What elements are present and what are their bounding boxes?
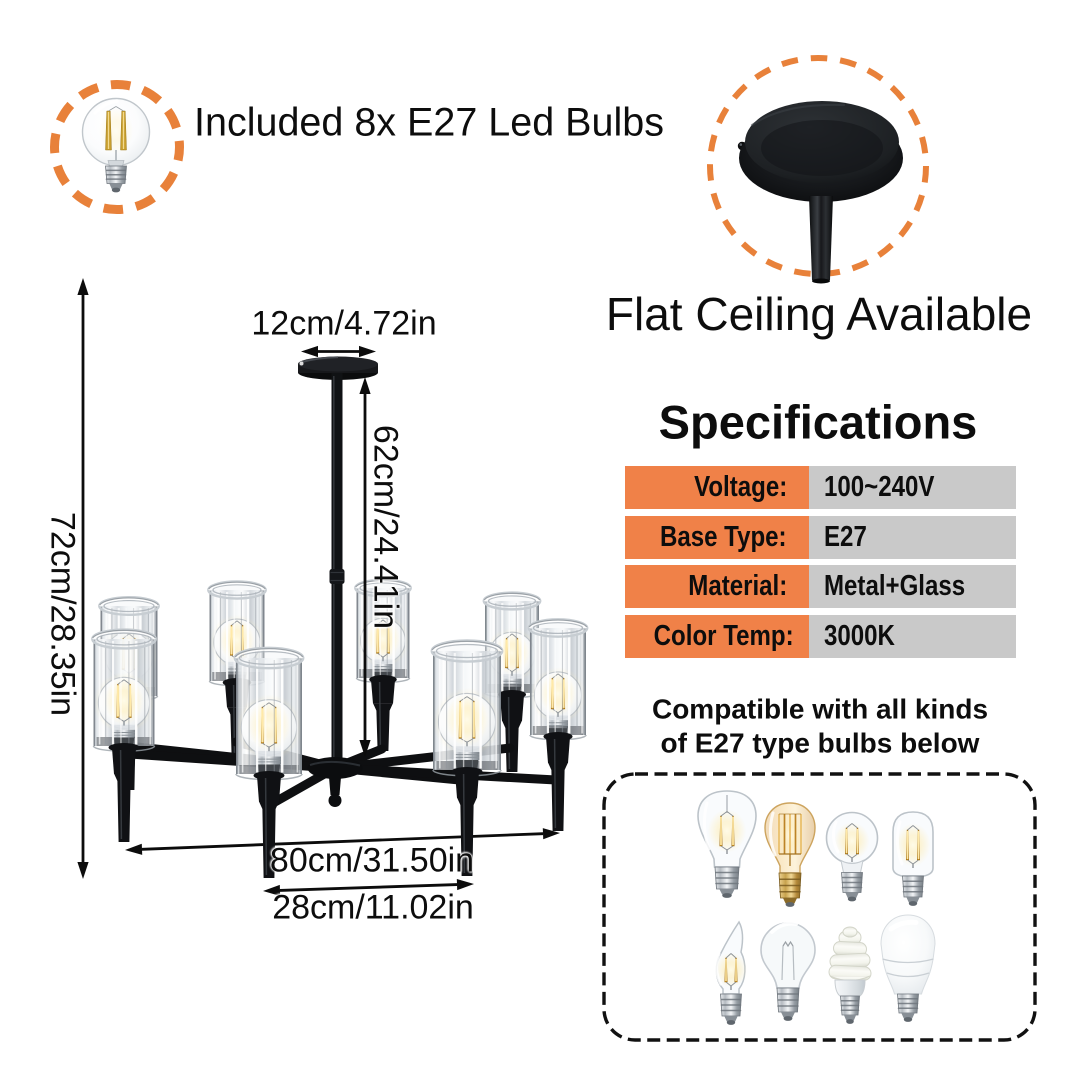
glass-shade [527, 618, 589, 741]
socket-stem [543, 732, 573, 831]
compatibility-heading: Compatible with all kinds of E27 type bu… [652, 693, 988, 760]
screw-base [714, 866, 740, 898]
spec-value-voltage: 100~240V [809, 466, 1016, 509]
socket-stem [451, 767, 483, 876]
dim-total-height-arrow [77, 278, 89, 879]
spec-label-voltage: Voltage: [625, 466, 809, 509]
spec-value-color-temp: 3000K [809, 614, 1016, 658]
spec-label-base-type: Base Type: [625, 515, 809, 559]
compatible-bulbs-panel [602, 772, 1037, 1042]
spec-value-base-type-text: E27 [824, 520, 867, 553]
spec-label-base-type-text: Base Type: [660, 520, 787, 553]
screw-base [105, 165, 127, 193]
spec-value-base-type: E27 [809, 515, 1016, 559]
glass-shade [233, 646, 305, 781]
bulb-g80-globe-filament-bulb-icon [825, 811, 879, 902]
included-bulbs-label: Included 8x E27 Led Bulbs [194, 100, 664, 145]
dim-canopy-width-label: 12cm/4.72in [251, 304, 437, 343]
spec-value-material: Metal+Glass [809, 565, 1016, 608]
socket-stem [369, 675, 397, 751]
dim-total-width-arrow [125, 828, 560, 855]
spec-label-material-text: Material: [688, 570, 787, 602]
bulb-t45-tubular-filament-bulb-icon [892, 811, 934, 906]
bulb-led-a60-bulb-icon [880, 914, 936, 1022]
socket-stem [497, 690, 527, 772]
led-filament [540, 671, 576, 717]
spec-row-base-type: Base Type: E27 [625, 515, 1016, 559]
spec-value-voltage-text: 100~240V [824, 471, 935, 503]
compatibility-line1: Compatible with all kinds [651, 693, 989, 725]
spec-label-color-temp-text: Color Temp: [653, 619, 794, 652]
bulb-cfl-spiral-bulb-icon [828, 926, 872, 1024]
bulb-flame-tip-candle-bulb-icon [714, 920, 747, 1025]
spec-row-material: Material: Metal+Glass [625, 565, 1016, 608]
bulb-a60-incandescent-bulb-icon [760, 921, 816, 1021]
dim-rod-height-arrow [359, 377, 371, 757]
dim-rod-height-label: 62cm/24.41in [366, 424, 405, 630]
socket-stem [253, 771, 285, 878]
led-filament [715, 952, 747, 990]
led-filament [895, 823, 931, 868]
flat-ceiling-badge [707, 55, 929, 284]
dimension-lines-back [125, 828, 560, 897]
spec-label-material: Material: [625, 565, 809, 608]
screw-base [841, 872, 863, 902]
screw-base [840, 995, 860, 1024]
bulb-grid [697, 790, 936, 1025]
included-bulbs-badge [50, 80, 184, 214]
dim-total-height-label: 72cm/28.35in [43, 511, 82, 717]
socket-stem [108, 743, 140, 842]
spec-value-color-temp-text: 3000K [824, 619, 895, 652]
screw-base [776, 987, 800, 1021]
ceiling-canopy-photo [737, 101, 903, 284]
led-filament [247, 699, 291, 752]
bulb-st64-edison-filament-bulb-icon [697, 790, 757, 898]
glass-shade [430, 639, 504, 777]
screw-base [720, 993, 742, 1025]
spec-row-voltage: Voltage: 100~240V [625, 466, 1016, 509]
dim-inner-width-label: 28cm/11.02in [272, 888, 474, 927]
flat-ceiling-label: Flat Ceiling Available [605, 288, 1033, 340]
dim-total-width-label: 80cm/31.50in [269, 841, 475, 880]
bulb-st64-amber-edison-bulb-icon [764, 802, 816, 907]
brass-screw-base [778, 872, 802, 907]
g80-globe-bulb-photo [81, 97, 151, 167]
screw-base [902, 875, 924, 906]
spec-value-material-text: Metal+Glass [824, 570, 966, 602]
led-filament [834, 822, 870, 862]
compatibility-line2: of E27 type bulbs below [660, 727, 980, 758]
screw-base [897, 993, 919, 1022]
specifications-title: Specifications [658, 395, 978, 449]
glass-shade [91, 628, 157, 752]
glass-shade [207, 580, 267, 687]
led-filament [104, 676, 144, 726]
front-lights [91, 618, 589, 878]
spec-label-color-temp: Color Temp: [625, 614, 809, 658]
dim-canopy-width-arrow [301, 345, 376, 358]
spec-label-voltage-text: Voltage: [693, 471, 787, 503]
chandelier-diagram [91, 356, 589, 878]
led-filament [445, 693, 489, 747]
specifications-table: Voltage: 100~240V Base Type: E27 Materia… [625, 466, 1016, 664]
spec-row-color-temp: Color Temp: 3000K [625, 614, 1016, 658]
led-filament [707, 809, 747, 854]
dimension-lines-front [77, 278, 376, 879]
dim-inner-width-arrow [263, 878, 474, 897]
